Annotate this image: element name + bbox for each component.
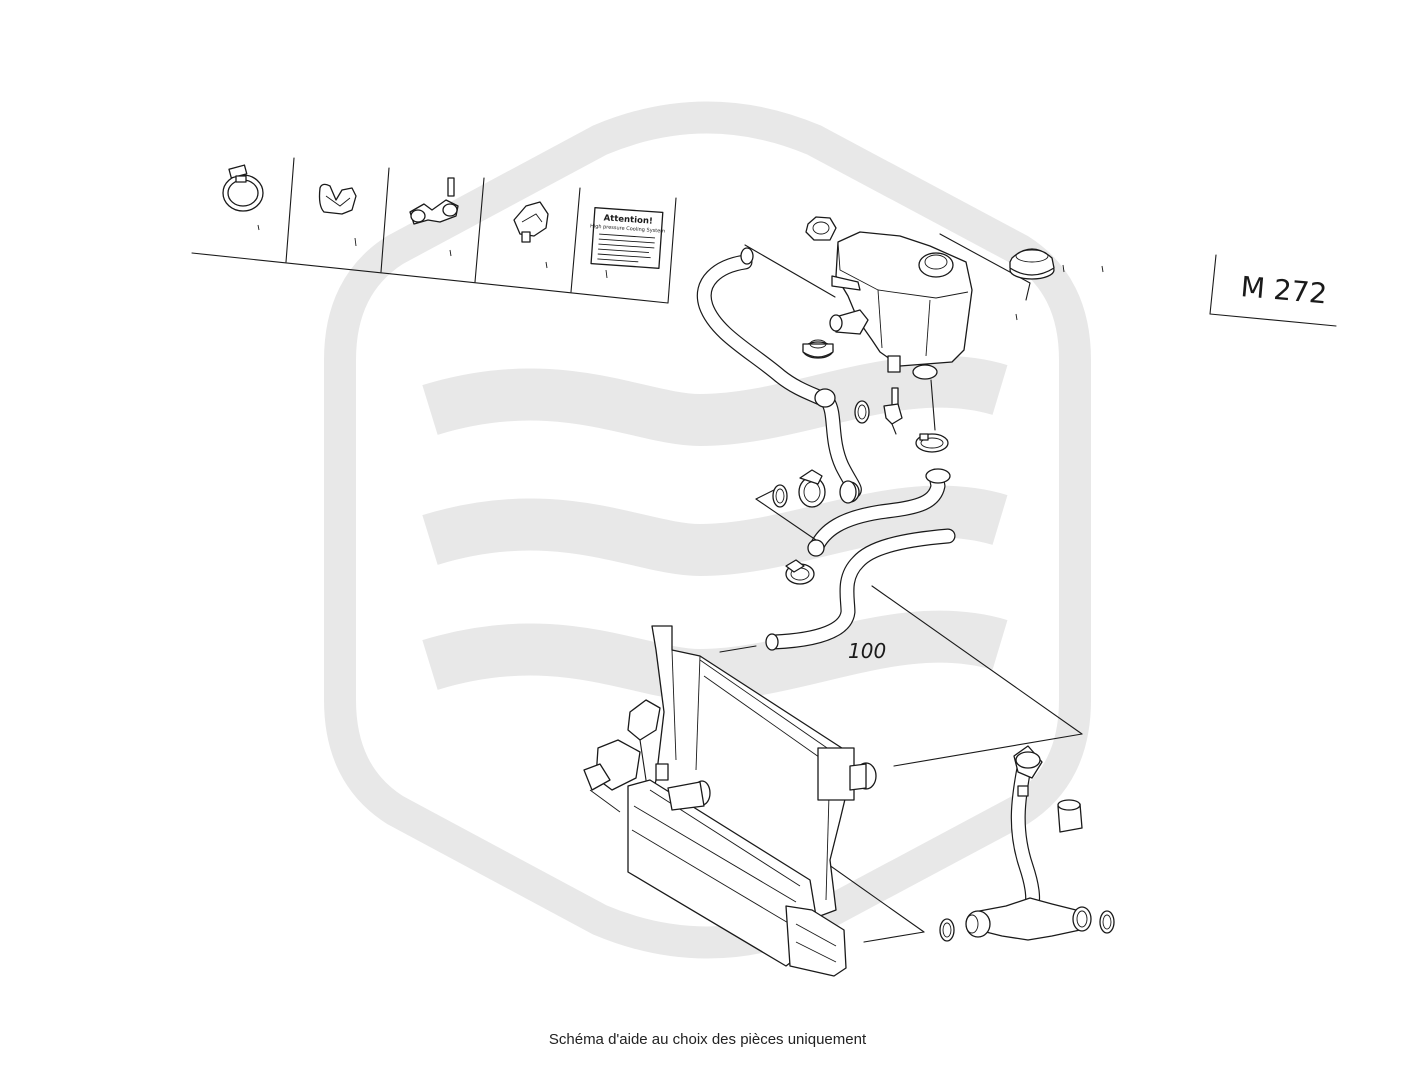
level-sensor: [883, 387, 903, 435]
lower-radiator-hose: [719, 528, 956, 653]
filler-cap: [1009, 248, 1055, 280]
tank-nut: [805, 216, 837, 241]
o-ring-right: [1099, 910, 1115, 934]
sticker-title: Attention!: [603, 213, 653, 226]
lower-hose-clamp: [785, 559, 815, 585]
caption: Schéma d'aide au choix des pièces unique…: [548, 1031, 867, 1048]
hose-clamp-icon: [222, 164, 264, 212]
tank-hose-clamp: [915, 433, 949, 453]
tank-bracket: [829, 309, 869, 335]
engine-label-box: M 272: [1209, 254, 1337, 327]
radiator: [583, 625, 877, 977]
engine-code-label: M 272: [1239, 270, 1328, 310]
o-ring-upper: [854, 400, 870, 424]
hose-clip-icon: [513, 201, 549, 243]
thermostat-housing: [965, 745, 1092, 941]
small-parts-panel: [191, 157, 677, 304]
o-ring-left: [939, 918, 955, 942]
expansion-tank: [744, 231, 1104, 431]
hose-clamp-group: [772, 469, 857, 508]
warning-sticker: Attention! High pressure Cooling System: [590, 207, 666, 269]
coupling-sleeve: [1057, 799, 1083, 833]
sticker-subtitle: High pressure Cooling System: [590, 223, 666, 234]
double-clip-icon: [409, 177, 459, 225]
tank-mount-bushing: [802, 339, 834, 359]
bracket-clip-icon: [318, 183, 357, 215]
upper-radiator-hose: [755, 468, 951, 557]
reference-number-label: 100: [848, 639, 886, 663]
